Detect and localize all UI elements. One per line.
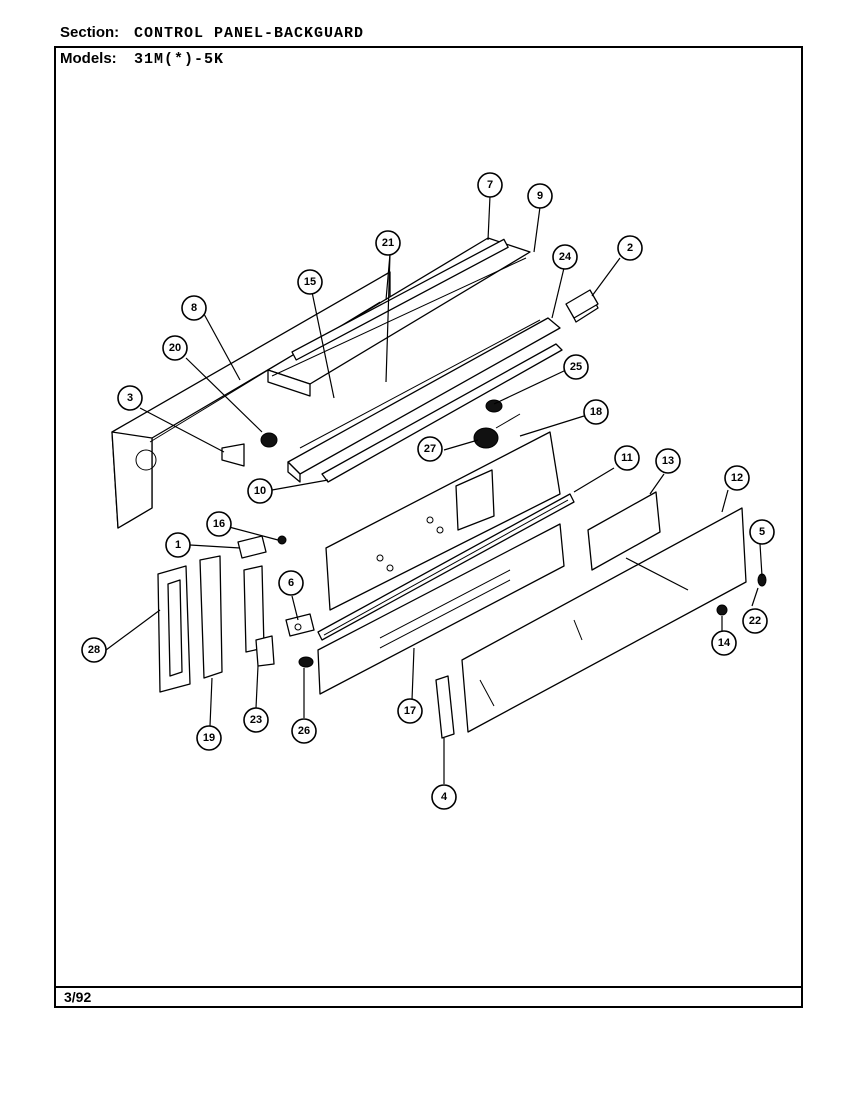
callout-14: 14 (711, 630, 737, 656)
callout-17: 17 (397, 698, 423, 724)
svg-text:14: 14 (718, 637, 731, 649)
callout-26: 26 (291, 718, 317, 744)
callout-10: 10 (247, 478, 273, 504)
callout-2: 2 (617, 235, 643, 261)
callout-27: 27 (417, 436, 443, 462)
svg-text:9: 9 (537, 190, 543, 202)
section-header: Section: CONTROL PANEL-BACKGUARD (60, 24, 364, 42)
callout-9: 9 (527, 183, 553, 209)
svg-text:7: 7 (487, 179, 493, 191)
callout-22: 22 (742, 608, 768, 634)
callout-18: 18 (583, 399, 609, 425)
callout-6: 6 (278, 570, 304, 596)
screw-16 (277, 535, 287, 545)
svg-text:13: 13 (662, 455, 674, 467)
models-value: 31M(*)-5K (134, 51, 225, 68)
callout-16: 16 (206, 511, 232, 537)
svg-text:12: 12 (731, 472, 743, 484)
callout-8: 8 (181, 295, 207, 321)
section-label: Section: (60, 24, 120, 41)
svg-text:10: 10 (254, 485, 266, 497)
mounting-clip-6 (285, 613, 315, 637)
svg-text:15: 15 (304, 276, 316, 288)
leader-lines (105, 195, 763, 784)
lamp-bracket-rail (287, 317, 561, 483)
revision-date: 3/92 (64, 989, 92, 1005)
svg-text:18: 18 (590, 406, 602, 418)
svg-text:26: 26 (298, 725, 310, 737)
callout-7: 7 (477, 172, 503, 198)
bracket-1 (237, 535, 267, 559)
callout-20: 20 (162, 335, 188, 361)
side-trim-28 (157, 565, 191, 693)
svg-text:17: 17 (404, 705, 416, 717)
thermostat-switch (473, 413, 521, 449)
callout-5: 5 (749, 519, 775, 545)
nut-14 (716, 604, 728, 616)
top-trim-extrusion (267, 237, 531, 397)
control-panel-main (325, 431, 561, 611)
models-label: Models: (60, 50, 117, 67)
callout-13: 13 (655, 448, 681, 474)
callout-25: 25 (563, 354, 589, 380)
backguard-rear-panel (111, 271, 391, 529)
callout-19: 19 (196, 725, 222, 751)
svg-text:2: 2 (627, 242, 633, 254)
models-header: Models: 31M(*)-5K (60, 50, 224, 68)
svg-text:23: 23 (250, 714, 262, 726)
section-title: CONTROL PANEL-BACKGUARD (134, 25, 365, 42)
svg-text:4: 4 (441, 791, 448, 803)
knob-26 (298, 656, 314, 668)
vented-control-panel (317, 523, 565, 695)
svg-text:22: 22 (749, 615, 761, 627)
svg-text:5: 5 (759, 526, 765, 538)
svg-text:11: 11 (621, 452, 633, 464)
svg-text:25: 25 (570, 361, 582, 373)
bracket-23 (243, 565, 275, 667)
switch-clip (485, 399, 503, 413)
callout-15: 15 (297, 269, 323, 295)
callout-28: 28 (81, 637, 107, 663)
footer-divider (54, 986, 803, 988)
lower-rail (321, 343, 563, 483)
control-bracket-plate (587, 491, 661, 571)
mounting-bracket-left (221, 443, 245, 467)
callout-1: 1 (165, 532, 191, 558)
glass-panel (461, 507, 747, 733)
svg-text:24: 24 (559, 251, 572, 263)
callout-4: 4 (431, 784, 457, 810)
callouts: 1 2 3 4 5 6 7 8 9 10 11 12 13 14 15 16 1… (81, 172, 775, 810)
svg-text:16: 16 (213, 518, 225, 530)
trim-strip-4 (435, 675, 455, 739)
fluorescent-lamp (291, 238, 509, 361)
lamp-socket (260, 432, 278, 448)
svg-text:8: 8 (191, 302, 197, 314)
callout-11: 11 (614, 445, 640, 471)
callout-21: 21 (375, 230, 401, 256)
bracket-2 (565, 289, 599, 319)
callout-23: 23 (243, 707, 269, 733)
svg-text:28: 28 (88, 644, 100, 656)
svg-text:19: 19 (203, 732, 215, 744)
svg-text:20: 20 (169, 342, 181, 354)
diagram-frame (54, 46, 803, 1008)
callout-24: 24 (552, 244, 578, 270)
vent-trim-strip (317, 493, 575, 641)
callout-3: 3 (117, 385, 143, 411)
svg-text:3: 3 (127, 392, 133, 404)
svg-text:21: 21 (382, 237, 394, 249)
svg-text:1: 1 (175, 539, 181, 551)
svg-text:6: 6 (288, 577, 294, 589)
side-bracket-19 (199, 555, 223, 679)
svg-text:27: 27 (424, 443, 436, 455)
callout-12: 12 (724, 465, 750, 491)
